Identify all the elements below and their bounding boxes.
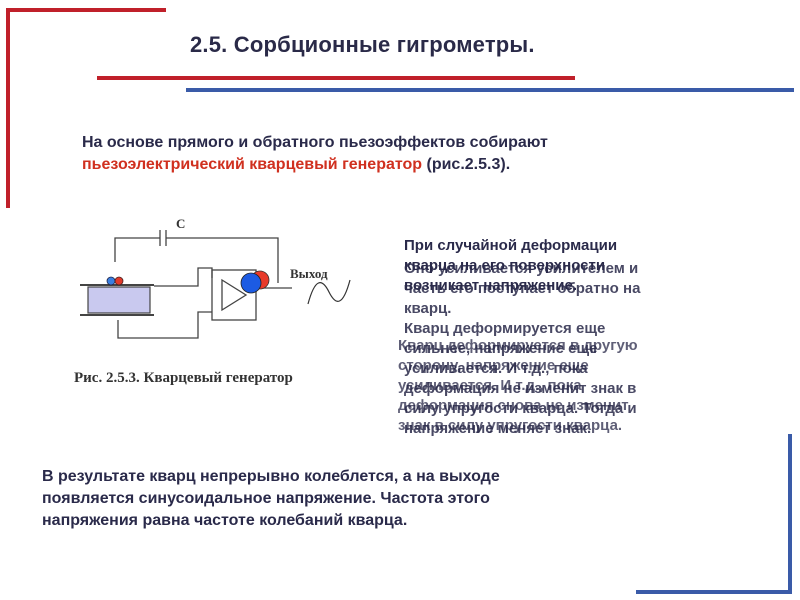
charge-dot-blue [106,276,116,286]
intro-line-2: пьезоэлектрический кварцевый генератор (… [82,154,722,176]
quartz-generator-diagram: С Выход [80,216,351,339]
overlay-b-line: напряжение меняет знак. [404,420,592,437]
red-title-underline [97,76,575,80]
figure-caption: Рис. 2.5.3. Кварцевый генератор [74,370,293,386]
conclusion-line: появляется синусоидальное напряжение. Ча… [42,490,490,507]
overlay-b-line: Кварц деформируется еще [404,320,606,337]
overlay-layer-b: Оно усиливается усилителем и часть его п… [404,259,640,439]
output-label: Выход [290,266,328,281]
overlay-b-line: деформация не изменит знак в [404,380,637,397]
intro-highlight: пьезоэлектрический кварцевый генератор [82,156,423,173]
intro-paragraph: На основе прямого и обратного пьезоэффек… [82,132,722,176]
red-top-line [6,8,166,12]
overlay-c-line: знак в силу упругости кварца. [398,417,623,434]
conclusion-line: напряжения равна частоте колебаний кварц… [42,512,408,529]
overlay-layer-a: При случайной деформации кварца на его п… [404,236,617,296]
overlay-b-line: кварц. [404,300,452,317]
amplifier-triangle [221,278,248,312]
charge-dot-red [114,276,124,286]
blue-bottom-line [636,590,792,594]
wire-crystal-to-amp [154,267,213,287]
overlay-c-line: Кварц деформируется в другую [398,337,638,354]
overlay-c-line: усиливается. И т.д., пока [398,377,582,394]
overlay-a-line: кварца на его поверхности [404,257,606,274]
intro-tail: (рис.2.5.3). [422,156,511,173]
overlay-c-line: деформация снова не изменит [398,397,629,414]
quartz-crystal [87,286,151,314]
overlay-b-line: сильнее, напряжение еще [404,340,598,357]
blue-right-line [788,434,792,594]
overlay-b-line: часть его поступает обратно на [404,280,641,297]
overlay-b-line: усиливается. И т.д., пока [404,360,588,377]
overlay-b-line: силу упругости кварца. Тогда и [404,400,637,417]
wire-top-right [166,237,279,283]
overlay-a-line: возникает напряжение. [404,277,577,294]
page-title: 2.5. Сорбционные гигрометры. [190,32,535,57]
output-dot-blue [240,272,262,294]
wire-top-left [114,237,160,262]
overlay-layer-c: Кварц деформируется в другую сторону, на… [398,336,638,436]
overlay-b-line: Оно усиливается усилителем и [404,260,639,277]
wire-bottom [117,311,212,339]
intro-line-1: На основе прямого и обратного пьезоэффек… [82,134,548,151]
conclusion-paragraph: В результате кварц непрерывно колеблется… [42,466,642,532]
red-left-line [6,8,10,208]
blue-title-underline [186,88,794,92]
overlay-c-line: сторону, напряжение еще [398,357,589,374]
overlay-a-line: При случайной деформации [404,237,618,254]
amplifier-box [211,269,257,321]
sine-wave-icon [307,279,351,305]
capacitor-label: С [176,216,185,231]
conclusion-line: В результате кварц непрерывно колеблется… [42,468,500,485]
